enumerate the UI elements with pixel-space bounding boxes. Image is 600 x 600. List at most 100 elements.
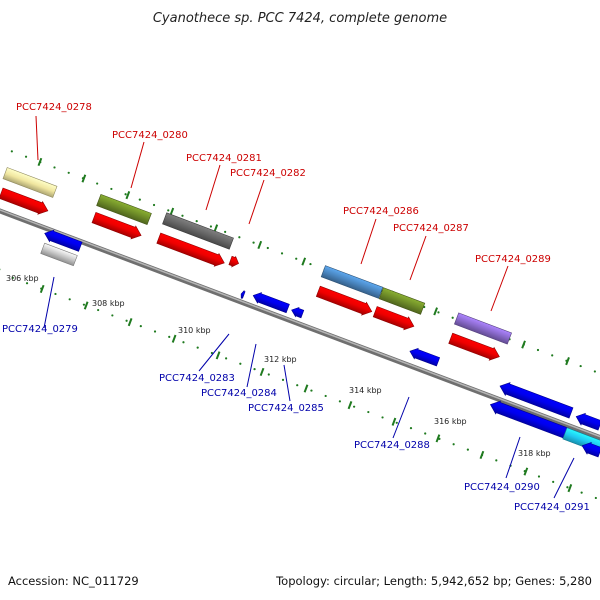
tick-mark — [433, 307, 438, 316]
track-dot — [266, 246, 269, 250]
track-dot — [96, 182, 99, 185]
gene-label-pcc7424-0278[interactable]: PCC7424_0278 — [16, 102, 92, 113]
tick-mark — [521, 340, 526, 349]
gene-arrow-pcc7424-0284[interactable] — [252, 292, 290, 314]
tick-mark — [37, 157, 43, 167]
gene-arrow-pcc7424-0282[interactable] — [228, 255, 239, 268]
scale-label-316-kbp: 316 kbp — [434, 417, 467, 426]
scale-label-306-kbp: 306 kbp — [6, 274, 39, 283]
track-dot — [324, 394, 327, 398]
track-dot — [225, 357, 228, 360]
gene-label-pcc7424-0291[interactable]: PCC7424_0291 — [514, 502, 590, 513]
gene-label-pcc7424-0282[interactable]: PCC7424_0282 — [230, 168, 306, 179]
genome-backbone-highlight — [0, 209, 600, 438]
track-dot — [452, 443, 455, 446]
tick-mark — [81, 174, 87, 183]
scale-label-308-kbp: 308 kbp — [92, 299, 125, 308]
leader-line-pcc7424-0280 — [130, 141, 145, 189]
gene-arrow-pcc7424-0291[interactable] — [575, 412, 600, 431]
tick-mark — [479, 450, 485, 460]
scale-label-314-kbp: 314 kbp — [349, 386, 382, 395]
cog-bar-pcc7424-0287[interactable] — [378, 287, 426, 315]
gene-label-pcc7424-0283[interactable]: PCC7424_0283 — [159, 373, 235, 384]
gene-label-pcc7424-0281[interactable]: PCC7424_0281 — [186, 153, 262, 164]
track-dot — [210, 351, 214, 355]
track-dot — [168, 335, 171, 338]
gene-arrow-pcc7424-0290-part[interactable] — [489, 400, 569, 439]
gene-arrow-pcc7424-0285[interactable] — [291, 307, 305, 319]
scale-label-310-kbp: 310 kbp — [178, 326, 211, 335]
leader-line-pcc7424-0284 — [246, 343, 257, 388]
track-dot — [209, 225, 213, 228]
gene-arrow-pcc7424-0280[interactable] — [91, 212, 142, 240]
cog-bar-pcc7424-0289[interactable] — [454, 312, 512, 345]
cog-bar-pcc7424-0286[interactable] — [320, 265, 384, 299]
gene-label-pcc7424-0279[interactable]: PCC7424_0279 — [2, 324, 78, 335]
track-dot — [267, 373, 270, 376]
gene-arrow-pcc7424-0278[interactable] — [0, 187, 49, 215]
leader-line-pcc7424-0291 — [553, 457, 575, 499]
cog-bar-pcc7424-0279[interactable] — [40, 242, 78, 267]
track-dot — [280, 252, 284, 255]
gene-arrow-pcc7424-0288[interactable] — [409, 347, 441, 367]
track-dot — [54, 292, 57, 296]
track-dot — [593, 370, 596, 373]
tick-mark — [435, 434, 441, 443]
track-dot — [196, 346, 199, 349]
gene-label-pcc7424-0280[interactable]: PCC7424_0280 — [112, 130, 188, 141]
gene-arrow-pcc7424-0290[interactable] — [499, 382, 574, 419]
track-dot — [97, 308, 100, 312]
track-dot — [124, 193, 127, 196]
track-dot — [338, 400, 341, 403]
gene-label-pcc7424-0288[interactable]: PCC7424_0288 — [354, 440, 430, 451]
gene-label-pcc7424-0284[interactable]: PCC7424_0284 — [201, 388, 277, 399]
track-dot — [253, 368, 256, 371]
track-dot — [437, 311, 440, 314]
gene-arrow-pcc7424-0279[interactable] — [44, 229, 83, 252]
track-dot — [10, 150, 13, 153]
track-dot — [367, 410, 370, 414]
leader-line-pcc7424-0283 — [198, 333, 230, 372]
gene-arrow-pcc7424-0286[interactable] — [315, 285, 373, 316]
cog-bar-pcc7424-0278[interactable] — [2, 167, 58, 198]
gene-label-pcc7424-0287[interactable]: PCC7424_0287 — [393, 223, 469, 234]
track-dot — [310, 389, 313, 392]
track-dot — [395, 421, 398, 424]
track-dot — [152, 203, 156, 207]
tick-mark — [301, 257, 307, 266]
cog-bar-pcc7424-0280[interactable] — [96, 194, 152, 225]
gene-label-pcc7424-0286[interactable]: PCC7424_0286 — [343, 206, 419, 217]
gene-label-pcc7424-0290[interactable]: PCC7424_0290 — [464, 482, 540, 493]
leader-line-pcc7424-0279 — [43, 276, 55, 329]
tick-mark — [257, 240, 263, 250]
gene-arrow-pcc7424-0283[interactable] — [240, 290, 246, 299]
cog-bar-pcc7424-0281[interactable] — [162, 212, 234, 250]
track-dot — [309, 262, 312, 266]
track-dot — [68, 298, 71, 301]
track-dot — [495, 459, 498, 462]
track-dot — [67, 171, 70, 174]
forward-guide-track — [10, 150, 596, 373]
track-dot — [353, 405, 356, 408]
gene-label-pcc7424-0289[interactable]: PCC7424_0289 — [475, 254, 551, 265]
track-dot — [125, 319, 128, 322]
gene-arrow-pcc7424-0291-part[interactable] — [581, 442, 600, 458]
leader-line-pcc7424-0278 — [35, 115, 39, 161]
leader-line-pcc7424-0289 — [490, 265, 509, 312]
tick-mark — [127, 318, 133, 327]
genome-backbone — [0, 208, 600, 441]
gene-arrow-pcc7424-0287[interactable] — [372, 306, 415, 331]
track-dot — [24, 155, 28, 158]
gene-arrow-pcc7424-0289[interactable] — [448, 332, 500, 361]
scale-label-318-kbp: 318 kbp — [518, 449, 551, 458]
track-dot — [424, 432, 427, 435]
gene-label-pcc7424-0285[interactable]: PCC7424_0285 — [248, 403, 324, 414]
gene-arrow-pcc7424-0281[interactable] — [156, 232, 225, 267]
tick-mark — [125, 191, 131, 200]
track-dot — [451, 316, 454, 319]
track-dot — [82, 303, 86, 306]
track-dot — [409, 427, 413, 430]
track-dot — [111, 314, 114, 317]
